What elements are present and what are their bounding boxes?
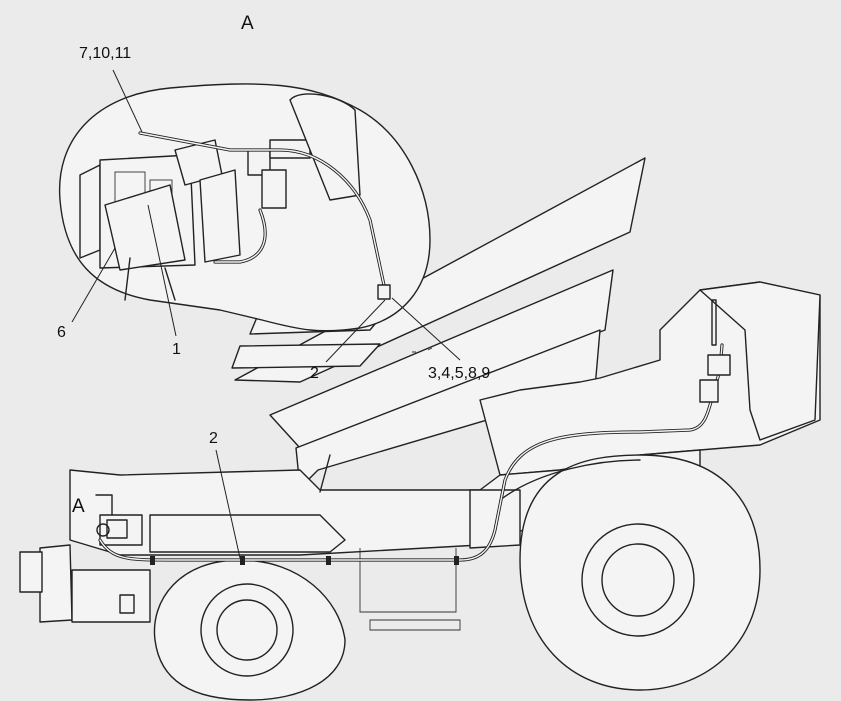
frame-seam (319, 454, 331, 493)
step-plate (369, 619, 461, 631)
side-panel (469, 489, 521, 549)
callout-3-4-5-8-9: 3,4,5,8,9 (428, 365, 491, 382)
callout-7-10-11: 7,10,11 (79, 45, 132, 62)
callout-2-detail: 2 (310, 365, 319, 382)
callout-2-main: 2 (209, 430, 218, 447)
step-ladder (359, 548, 457, 613)
line-clamps (150, 556, 459, 565)
tab-3 (231, 343, 381, 369)
front-wheel (153, 559, 346, 701)
step-box (149, 514, 346, 553)
callout-6: 6 (57, 324, 66, 341)
front-bumper (19, 544, 151, 623)
rear-wheel (499, 454, 761, 691)
callout-1: 1 (172, 341, 181, 358)
detail-view-A (58, 83, 431, 332)
front-pump (95, 494, 143, 546)
cab-side (699, 281, 821, 441)
tractor-body (69, 281, 821, 631)
hydraulic-line (98, 299, 731, 565)
leader-lines (71, 69, 461, 559)
view-title-label: A (241, 13, 254, 34)
arrow-panel-2 (269, 269, 614, 449)
view-marker-label: A (72, 496, 85, 517)
